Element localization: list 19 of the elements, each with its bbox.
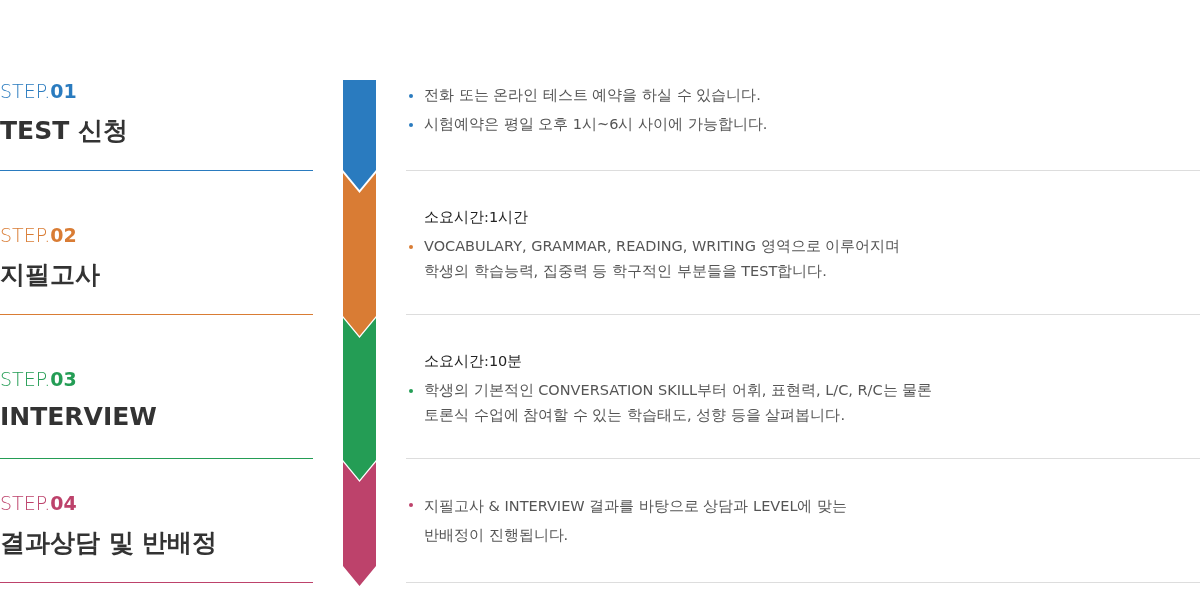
timeline-segment xyxy=(343,80,376,190)
step-title: TEST 신청 xyxy=(0,115,128,147)
bullet-text: 전화 또는 온라인 테스트 예약을 하실 수 있습니다. xyxy=(406,83,1124,108)
step-number: STEP.04 xyxy=(0,492,77,514)
step-title: 결과상담 및 반배정 xyxy=(0,527,218,559)
step-number: STEP.01 xyxy=(0,80,77,102)
step-number: STEP.03 xyxy=(0,368,77,390)
step-number: STEP.02 xyxy=(0,224,77,246)
bullet-text: 학생의 기본적인 CONVERSATION SKILL부터 어휘, 표현력, L/C, R/C는 물론 토론식 수업에 참여할 수 있는 학습태도, 성향 등을 살펴봅니다. xyxy=(406,378,944,428)
timeline-segment xyxy=(343,462,376,586)
timeline-segment xyxy=(343,173,376,336)
duration-text: 소요시간:1시간 xyxy=(424,208,530,227)
timeline-segment xyxy=(343,318,376,480)
duration-text: 소요시간:10분 xyxy=(424,352,524,371)
bullet-text: 지필고사 & INTERVIEW 결과를 바탕으로 상담과 LEVEL에 맞는 반배정이 진행됩니다. xyxy=(406,492,864,550)
step-title: INTERVIEW xyxy=(0,402,157,431)
bullet-text: 시험예약은 평일 오후 1시~6시 사이에 가능합니다. xyxy=(406,112,1124,137)
bullet-text: VOCABULARY, GRAMMAR, READING, WRITING 영역으로 이루어지며 학생의 학습능력, 집중력 등 학구적인 부분들을 TEST합니다. xyxy=(406,234,924,284)
step-title: 지필고사 xyxy=(0,259,100,291)
